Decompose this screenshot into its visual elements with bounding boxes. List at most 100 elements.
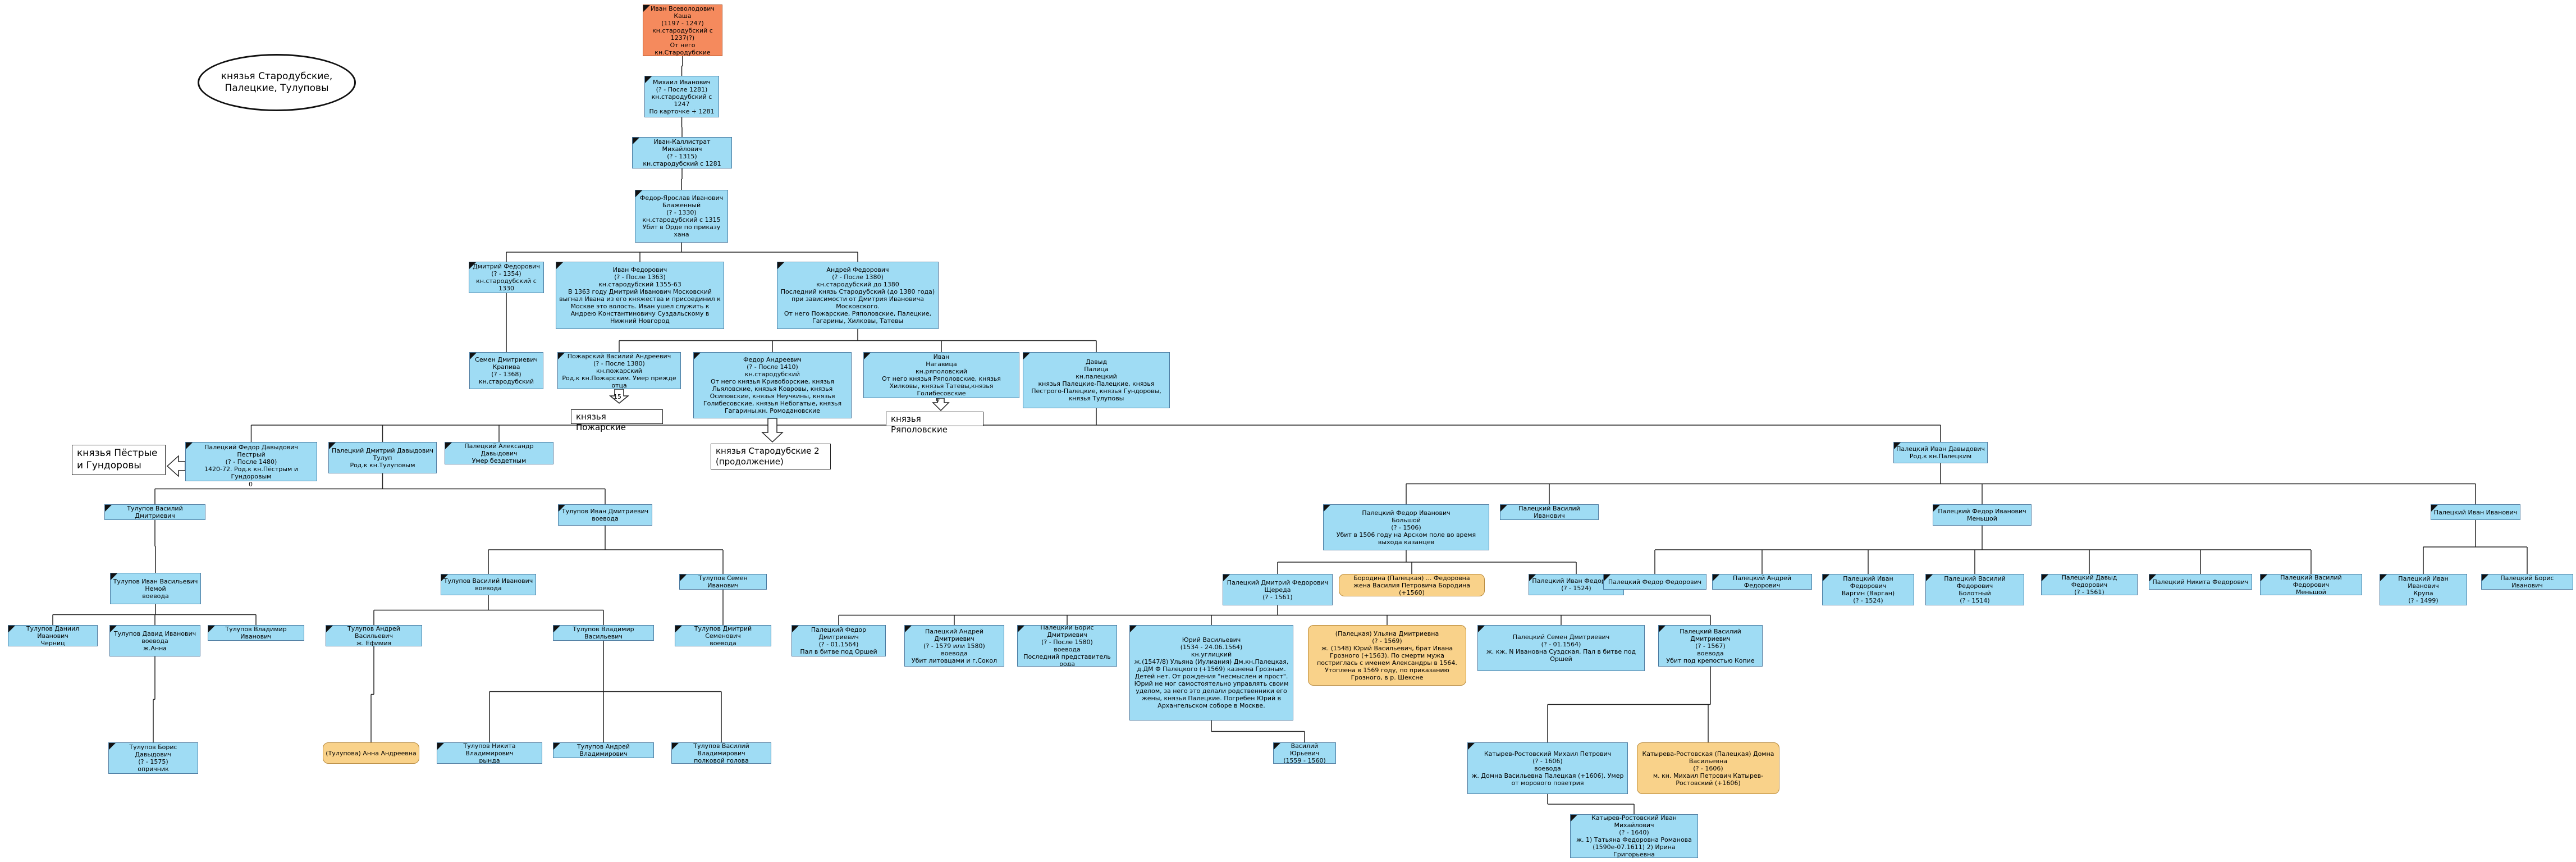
expand-corner-icon[interactable]	[777, 262, 784, 269]
person-node-anna-andr[interactable]: (Тулупова) Анна Андреевна	[323, 742, 419, 764]
person-node-vasily-dm-p[interactable]: Палецкий Василий Дмитриевич (? - 1567) в…	[1658, 625, 1763, 667]
expand-corner-icon[interactable]	[558, 353, 565, 359]
expand-corner-icon[interactable]	[441, 574, 448, 581]
person-node-ivan-kallistrat[interactable]: Иван-Каллистрат Михайлович (? - 1315) кн…	[632, 137, 732, 168]
person-node-andrey-vas[interactable]: Тулупов Андрей Васильевич ж. Ефимия	[326, 625, 422, 646]
person-node-vladimir-vas[interactable]: Тулупов Владимир Васильевич	[553, 625, 654, 641]
person-node-nikita-vlad[interactable]: Тулупов Никита Владимирович рында	[437, 742, 542, 764]
expand-corner-icon[interactable]	[792, 626, 799, 632]
expand-corner-icon[interactable]	[326, 626, 333, 632]
expand-corner-icon[interactable]	[105, 505, 112, 512]
expand-corner-icon[interactable]	[2380, 574, 2387, 581]
person-node-vasily-iv-voev[interactable]: Тулупов Василий Иванович воевода	[441, 574, 536, 595]
person-node-vasily-iv-p[interactable]: Палецкий Василий Иванович	[1500, 504, 1599, 520]
person-node-nikita-fed-p[interactable]: Палецкий Никита Федорович	[2149, 574, 2252, 590]
expand-corner-icon[interactable]	[1274, 743, 1280, 750]
expand-corner-icon[interactable]	[1713, 574, 1719, 581]
expand-corner-icon[interactable]	[1894, 443, 1901, 449]
expand-corner-icon[interactable]	[445, 443, 452, 449]
person-node-semen-dm-p[interactable]: Палецкий Семен Дмитриевич (? - 01.1564) …	[1477, 625, 1645, 671]
expand-corner-icon[interactable]	[1659, 626, 1666, 632]
person-node-dmitry-sem[interactable]: Тулупов Дмитрий Семенович воевода	[675, 625, 771, 646]
expand-corner-icon[interactable]	[1823, 574, 1829, 581]
expand-corner-icon[interactable]	[553, 626, 560, 632]
expand-corner-icon[interactable]	[2149, 574, 2156, 581]
person-node-andrey-fed-p[interactable]: Палецкий Андрей Федорович	[1712, 574, 1812, 590]
person-node-andrey-f[interactable]: Андрей Федорович (? - После 1380) кн.ста…	[777, 262, 939, 329]
person-node-ivan-vas-nem[interactable]: Тулупов Иван Васильевич Немой воевода	[110, 573, 201, 604]
expand-corner-icon[interactable]	[1933, 505, 1940, 512]
person-node-katyrev-ivan[interactable]: Катырев-Ростовский Иван Михайлович (? - …	[1570, 814, 1698, 858]
person-node-fedor-dm-p[interactable]: Палецкий Федор Дмитриевич (? - 01.1564) …	[791, 625, 886, 656]
person-node-ivan-kasha[interactable]: Иван Всеволодович Каша (1197 - 1247) кн.…	[643, 4, 722, 56]
expand-corner-icon[interactable]	[111, 573, 117, 580]
label-starodub2[interactable]: князья Стародубские 2 (продолжение)	[711, 444, 831, 469]
expand-corner-icon[interactable]	[1023, 353, 1030, 359]
expand-corner-icon[interactable]	[1500, 505, 1507, 512]
expand-corner-icon[interactable]	[469, 262, 476, 269]
person-node-semen-d[interactable]: Семен Дмитриевич Крапива (? - 1368) кн.с…	[469, 352, 543, 389]
expand-corner-icon[interactable]	[864, 353, 871, 359]
person-node-yury-vas[interactable]: Юрий Васильевич (1534 - 24.06.1564) кн.у…	[1129, 625, 1293, 720]
expand-corner-icon[interactable]	[672, 743, 679, 750]
expand-corner-icon[interactable]	[1604, 574, 1610, 581]
person-node-david-iv[interactable]: Тулупов Давид Иванович воевода ж.Анна	[109, 625, 200, 656]
label-pestrye[interactable]: князья Пёстрые и Гундоровы	[72, 445, 166, 475]
expand-corner-icon[interactable]	[905, 626, 912, 632]
person-node-borodina[interactable]: Бородина (Палецкая) ... Федоровна жена В…	[1339, 574, 1485, 596]
person-node-boris-iv-p[interactable]: Палецкий Борис Иванович	[2481, 574, 2573, 590]
person-node-danila-iv[interactable]: Тулупов Даниил Иванович Черниц	[8, 625, 98, 646]
expand-corner-icon[interactable]	[470, 353, 477, 359]
expand-corner-icon[interactable]	[556, 262, 563, 269]
expand-corner-icon[interactable]	[694, 353, 701, 359]
expand-corner-icon[interactable]	[553, 743, 560, 750]
expand-corner-icon[interactable]	[8, 626, 15, 632]
expand-corner-icon[interactable]	[1529, 574, 1536, 581]
expand-corner-icon[interactable]	[208, 626, 215, 632]
expand-corner-icon[interactable]	[1468, 743, 1475, 750]
expand-corner-icon[interactable]	[1130, 626, 1137, 632]
person-node-fedor-pestry[interactable]: Палецкий Федор Давыдович Пестрый (? - По…	[185, 442, 317, 481]
expand-corner-icon[interactable]	[2261, 574, 2267, 581]
person-node-ivan-a[interactable]: Иван Нагавица кн.ряполовский От него кня…	[863, 352, 1019, 398]
person-node-dmitry-f[interactable]: Дмитрий Федорович (? - 1354) кн.стародуб…	[469, 262, 544, 293]
person-node-vasily-dm[interactable]: Тулупов Василий Дмитриевич	[104, 504, 205, 520]
expand-corner-icon[interactable]	[1926, 574, 1933, 581]
person-node-fedor-a[interactable]: Федор Андреевич (? - После 1410) кн.стар…	[693, 352, 852, 418]
label-ryapolovskie[interactable]: князья Ряполовские	[886, 412, 983, 435]
expand-corner-icon[interactable]	[1478, 626, 1485, 632]
person-node-domna[interactable]: Катырева-Ростовская (Палецкая) Домна Вас…	[1637, 742, 1779, 794]
person-node-katyrev-mikh[interactable]: Катырев-Ростовский Михаил Петрович (? - …	[1467, 742, 1628, 794]
label-pozharskie[interactable]: князья Пожарские	[571, 409, 663, 432]
expand-corner-icon[interactable]	[635, 190, 642, 197]
expand-corner-icon[interactable]	[186, 443, 193, 449]
person-node-fedor-iv-men[interactable]: Палецкий Федор Иванович Меньшой	[1933, 504, 2031, 526]
expand-corner-icon[interactable]	[329, 443, 336, 449]
person-node-boris-dav[interactable]: Тулупов Борис Давыдович (? - 1575) оприч…	[108, 742, 198, 774]
expand-corner-icon[interactable]	[680, 574, 687, 581]
expand-corner-icon[interactable]	[2431, 505, 2438, 512]
person-node-vasily-fed-men[interactable]: Палецкий Василий Федорович Меньшой	[2260, 574, 2362, 595]
person-node-alexandr-d[interactable]: Палецкий Александр Давыдович Умер бездет…	[445, 442, 553, 464]
expand-corner-icon[interactable]	[643, 5, 650, 12]
person-node-semen-iv-t[interactable]: Тулупов Семен Иванович	[679, 574, 767, 590]
expand-corner-icon[interactable]	[1018, 626, 1024, 632]
person-node-vasily-pozh[interactable]: Пожарский Василий Андреевич (? - После 1…	[557, 352, 681, 389]
person-node-ivan-iv-p[interactable]: Палецкий Иван Иванович	[2431, 504, 2520, 520]
expand-corner-icon[interactable]	[437, 743, 444, 750]
person-node-fedor-fed-p[interactable]: Палецкий Федор Федорович	[1603, 574, 1706, 590]
expand-corner-icon[interactable]	[1571, 815, 1577, 822]
person-node-vasily-fed-bol[interactable]: Палецкий Василий Федорович Болотный (? -…	[1925, 574, 2024, 605]
person-node-vasily-vlad[interactable]: Тулупов Василий Владимирович полковой го…	[671, 742, 771, 764]
person-node-dmitry-fed-sh[interactable]: Палецкий Дмитрий Федорович Щереда (? - 1…	[1223, 574, 1333, 605]
person-node-ivan-f[interactable]: Иван Федорович (? - После 1363) кн.старо…	[556, 262, 724, 329]
expand-corner-icon[interactable]	[110, 626, 117, 632]
person-node-vasily-yur[interactable]: Василий Юрьевич (1559 - 1560)	[1273, 742, 1336, 764]
person-node-ivan-d[interactable]: Палецкий Иван Давыдович Род.к кн.Палецки…	[1893, 442, 1988, 463]
person-node-boris-dm-p[interactable]: Палецкий Борис Дмитриевич (? - После 158…	[1017, 625, 1117, 667]
expand-corner-icon[interactable]	[675, 626, 682, 632]
expand-corner-icon[interactable]	[2042, 574, 2048, 581]
person-node-fedor-blazh[interactable]: Федор-Ярослав Иванович Блаженный (? - 13…	[635, 190, 728, 243]
person-node-fedor-iv-bol[interactable]: Палецкий Федор Иванович Большой (? - 150…	[1323, 504, 1489, 550]
expand-corner-icon[interactable]	[1223, 574, 1230, 581]
